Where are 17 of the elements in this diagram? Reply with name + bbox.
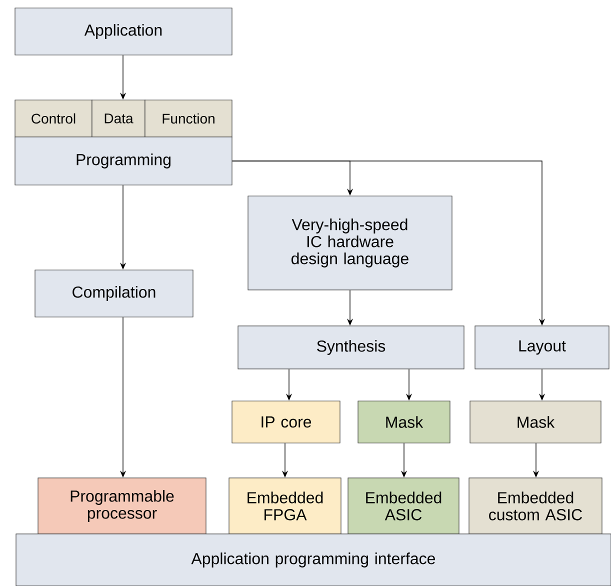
output-box: Programmable processor [38, 478, 206, 534]
header-cell: Data [92, 100, 146, 138]
process-box: Layout [474, 326, 610, 370]
process-box: Compilation [34, 270, 194, 318]
header-cell: Function [144, 100, 232, 138]
output-box: Embedded FPGA [228, 478, 342, 534]
process-box: Mask [470, 400, 602, 444]
process-box: Programming [14, 136, 232, 186]
process-box: IP core [232, 400, 340, 444]
process-box: Very-high-speed IC hardware design language [248, 196, 452, 290]
header-cell: Control [14, 100, 92, 138]
process-box: Synthesis [238, 326, 464, 370]
output-box: Embedded ASIC [348, 478, 460, 534]
process-box: Mask [358, 400, 450, 444]
process-box: Application [14, 8, 232, 56]
output-box: Embedded custom ASIC [468, 478, 602, 534]
interface-bar: Application programming interface [16, 534, 611, 586]
